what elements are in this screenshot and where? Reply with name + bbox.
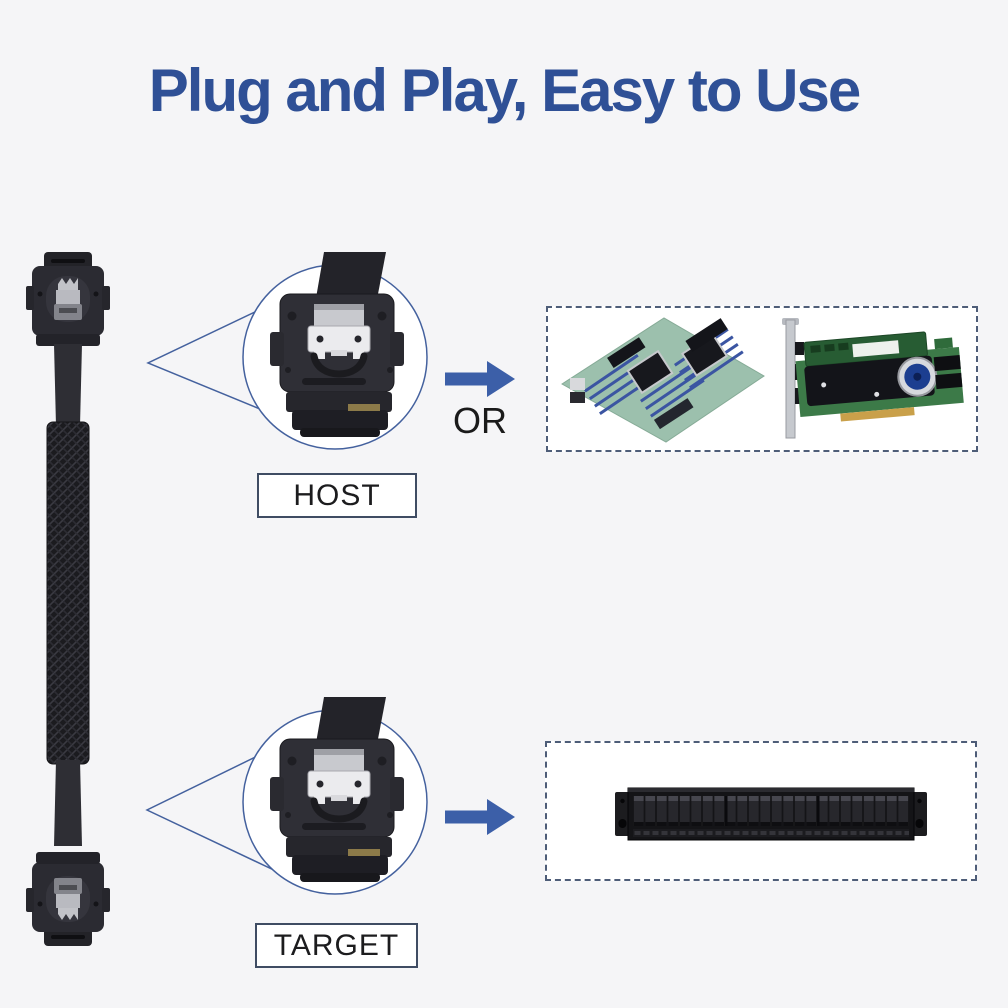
mini-sas-cable [26,252,110,946]
target-label-box: TARGET [255,923,418,968]
connector-closeup-host [230,252,440,467]
or-text: OR [453,400,507,441]
right-arrow-icon [445,361,515,397]
right-arrow-icon [445,799,515,835]
disk-array-enclosure [615,787,927,841]
connector-closeup-target [230,697,440,912]
page-title: Plug and Play, Easy to Use [148,57,861,124]
raid-controller-card [782,318,964,439]
target-devices-box [545,741,977,881]
host-devices-box [546,306,978,452]
target-label: TARGET [273,928,400,962]
host-label-box: HOST [257,473,417,518]
server-motherboard [561,317,765,443]
host-label: HOST [293,478,381,512]
